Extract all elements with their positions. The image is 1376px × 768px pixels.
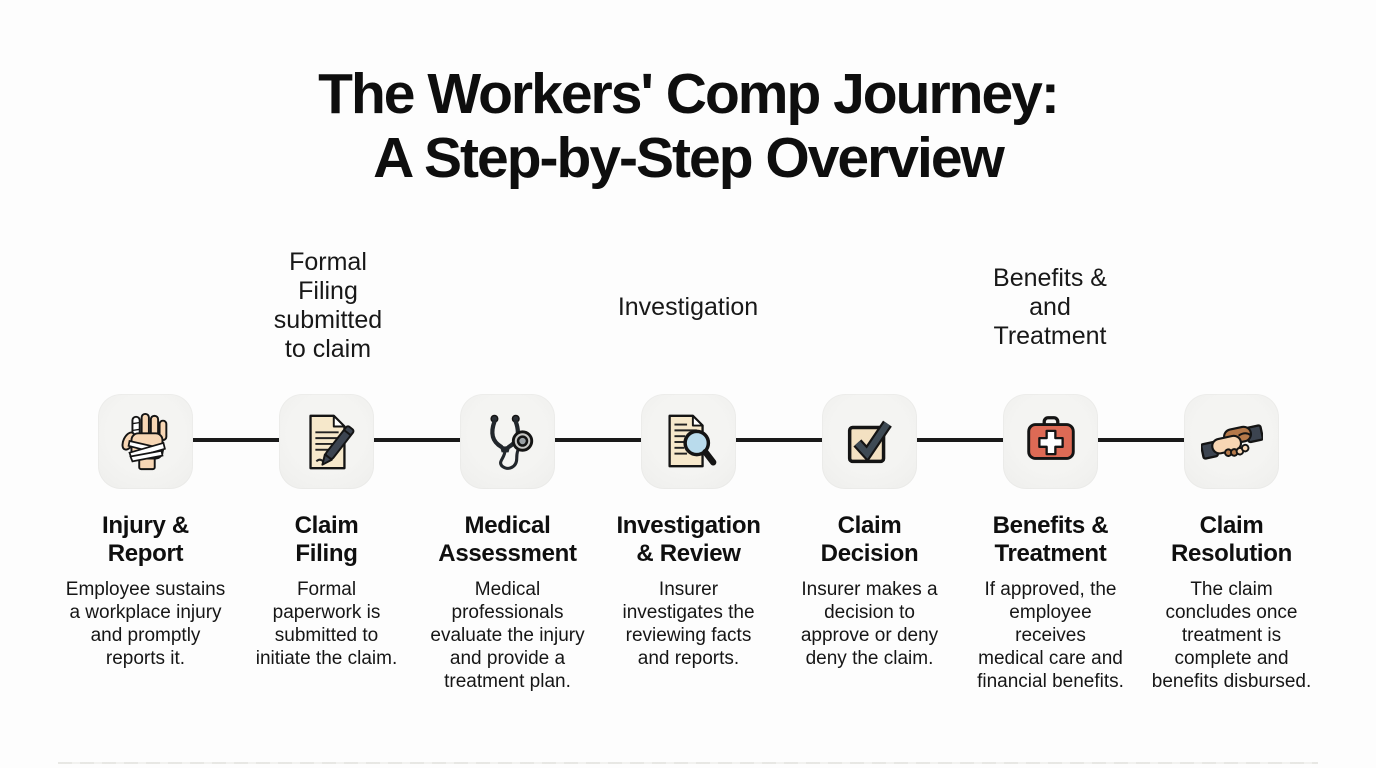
step-column-claim-resolution: Claim Resolution The claim concludes onc… [1141,512,1322,693]
checkbox-check-icon [847,420,892,463]
step-title: Claim Decision [820,512,919,567]
step-title: Injury & Report [102,512,189,567]
page-title: The Workers' Comp Journey: A Step-by-Ste… [318,62,1060,190]
step-column-injury-report: Injury & Report Employee sustains a work… [55,512,236,693]
first-aid-kit-icon [1026,415,1075,460]
annotation-formal-filing: Formal Filing submitted to claim [273,248,383,363]
step-description: If approved, the employee receives medic… [977,579,1124,692]
step-icon-tile-claim-filing [279,394,374,489]
step-icon-tile-medical [460,394,555,489]
step-column-claim-filing: Claim Filing Formal paperwork is submitt… [236,512,417,693]
claim-document-pen-icon [308,414,354,469]
step-title: Claim Resolution [1171,512,1292,567]
handshake-icon [1200,423,1263,460]
step-description: Employee sustains a workplace injury and… [65,579,226,669]
bandaged-hand-icon [121,412,167,470]
bottom-divider [58,762,1318,764]
step-column-investigation-review: Investigation & Review Insurer investiga… [598,512,779,693]
step-icon-tile-resolution [1184,394,1279,489]
stethoscope-icon [489,414,533,470]
annotation-benefits-treatment: Benefits & and Treatment [993,264,1107,350]
step-title: Medical Assessment [438,512,577,567]
step-icon-tile-decision [822,394,917,489]
document-magnifier-icon [667,414,716,467]
step-description: Insurer investigates the reviewing facts… [622,579,755,669]
step-description: The claim concludes once treatment is co… [1151,579,1312,692]
timeline [55,394,1322,490]
step-icon-tile-benefits [1003,394,1098,489]
step-icon-tile-injury [98,394,193,489]
step-description: Medical professionals evaluate the injur… [430,579,585,692]
step-title: Investigation & Review [616,512,761,567]
step-column-medical-assessment: Medical Assessment Medical professionals… [417,512,598,693]
steps-text-row: Injury & Report Employee sustains a work… [55,512,1322,693]
step-title: Claim Filing [294,512,359,567]
annotation-investigation: Investigation [617,293,759,321]
step-icon-tile-investigation [641,394,736,489]
step-title: Benefits & Treatment [992,512,1109,567]
step-description: Insurer makes a decision to approve or d… [800,579,939,669]
step-column-claim-decision: Claim Decision Insurer makes a decision … [779,512,960,693]
step-description: Formal paperwork is submitted to initiat… [255,579,398,669]
step-column-benefits-treatment: Benefits & Treatment If approved, the em… [960,512,1141,693]
